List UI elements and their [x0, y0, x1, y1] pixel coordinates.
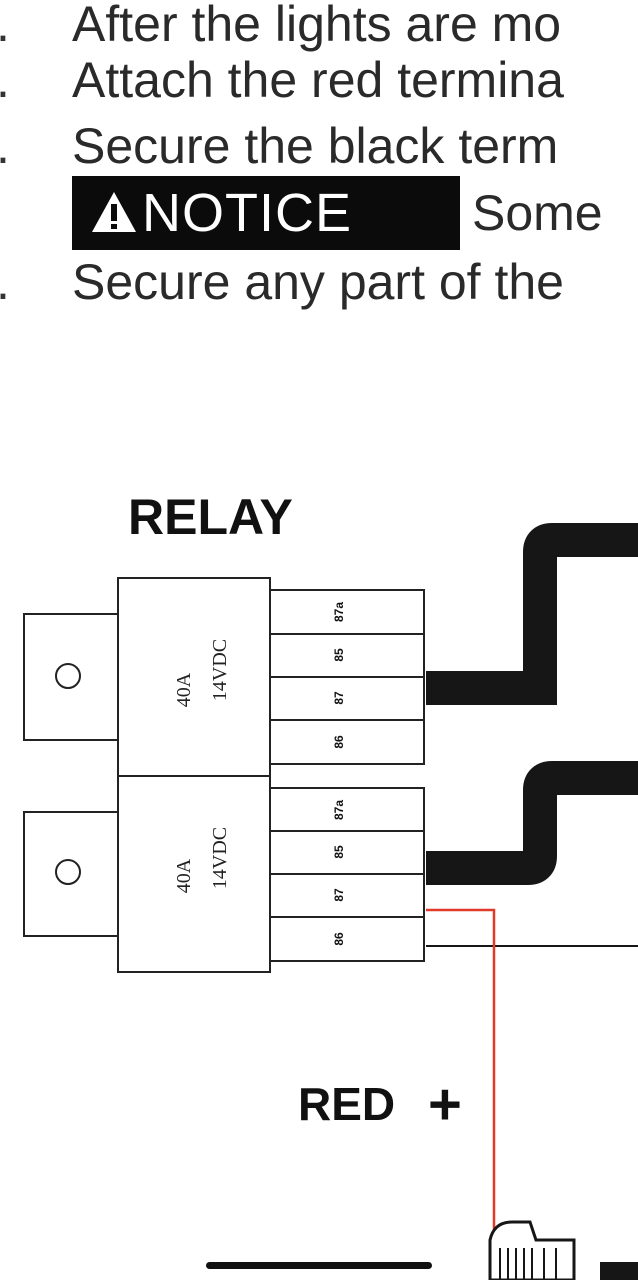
ring-terminal-icon [488, 1220, 638, 1280]
relay-title: RELAY [128, 489, 293, 545]
relay-rating: 40A [173, 672, 195, 707]
relay-pin [269, 633, 425, 678]
relay-body [117, 775, 271, 973]
pin-label: 87a [332, 800, 346, 820]
harness-wire-bottom [426, 761, 638, 885]
pin-label: 85 [332, 845, 346, 859]
warning-triangle-icon [92, 192, 136, 232]
relay-pin [269, 916, 425, 962]
instruction-text: Secure any part of the [72, 254, 564, 310]
instruction-text: Secure the black term [72, 118, 559, 174]
mount-hole-icon [55, 859, 81, 885]
relay-voltage: 14VDC [209, 827, 231, 889]
pin-label: 86 [332, 735, 346, 749]
pin-label: 87 [332, 691, 346, 705]
relay-body [117, 577, 271, 777]
relay-2: 40A 14VDC 87a 85 87 86 [23, 775, 425, 973]
notice-text: Some [472, 185, 603, 241]
relay-pin [269, 787, 425, 832]
instruction-number: . [0, 116, 16, 176]
instruction-list: . After the lights are mo . Attach the r… [0, 0, 638, 320]
relay-rating: 40A [173, 858, 195, 893]
relay-pin [269, 719, 425, 765]
instruction-text: Attach the red termina [72, 52, 564, 108]
pin-label: 87a [332, 602, 346, 622]
relay-pin [269, 676, 425, 721]
positive-sign: + [428, 1072, 462, 1137]
instruction-text: After the lights are mo [72, 0, 562, 52]
pin-label: 86 [332, 932, 346, 946]
instruction-number: . [0, 50, 16, 110]
instruction-number: . [0, 252, 16, 312]
notice-label: NOTICE [142, 183, 353, 243]
pin-label: 85 [332, 648, 346, 662]
instruction-number: . [0, 0, 16, 54]
pin-label: 87 [332, 888, 346, 902]
home-indicator[interactable] [206, 1262, 432, 1269]
red-wire-label: RED [298, 1078, 395, 1130]
relay-1: 40A 14VDC 87a 85 87 86 [23, 577, 425, 777]
wiring-diagram: RELAY 40A 14VDC 87a 85 87 86 40A 14VDC 8… [23, 489, 638, 1280]
relay-pin [269, 873, 425, 918]
relay-voltage: 14VDC [209, 639, 231, 701]
notice-badge: NOTICE [72, 176, 460, 250]
mount-hole-icon [55, 663, 81, 689]
harness-wire-top [426, 523, 638, 705]
red-wire [426, 908, 496, 1240]
relay-pin [269, 589, 425, 635]
relay-pin [269, 830, 425, 875]
